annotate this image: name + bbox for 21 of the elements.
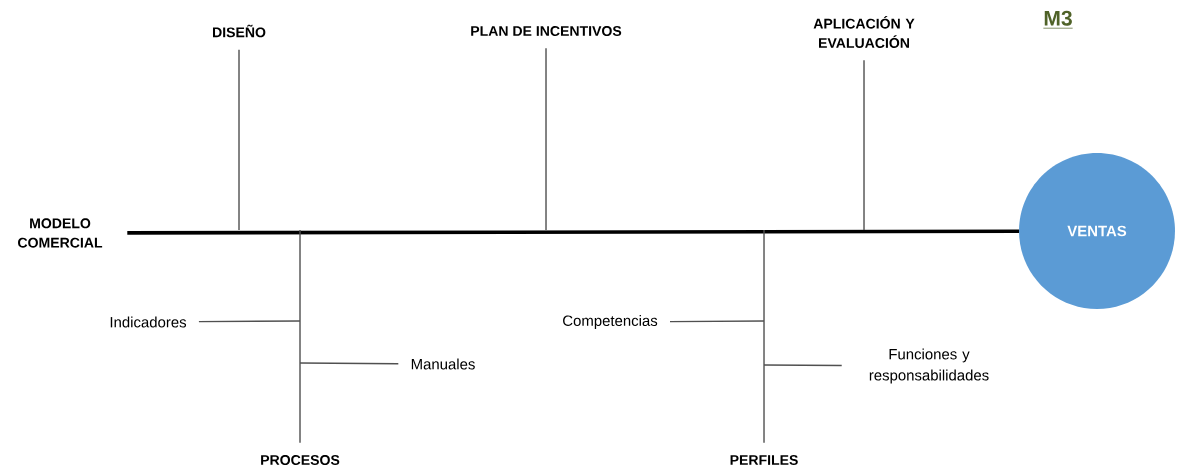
bone-line [863, 59, 865, 231]
bone-line [669, 320, 765, 323]
bone-line [238, 48, 240, 231]
cause-label: Competencias [563, 315, 658, 329]
category-label: PERFILES [730, 455, 798, 465]
cause-label: Manuales [411, 358, 475, 370]
category-label: PROCESOS [261, 455, 340, 465]
section-label: M3 [1043, 10, 1073, 29]
category-label: APLICACIÓN Y EVALUACIÓN [813, 16, 915, 48]
problem-label: MODELO COMERCIAL [18, 218, 103, 248]
bone-line [198, 320, 301, 323]
category-label: DISEÑO [213, 24, 266, 38]
bone-line [299, 229, 301, 444]
bone-line [763, 364, 843, 367]
category-label: PLAN DE INCENTIVOS [471, 26, 622, 36]
bone-line [299, 362, 400, 365]
cause-label: Indicadores [110, 316, 187, 328]
bone-line [545, 47, 547, 231]
bone-line [763, 229, 765, 444]
cause-label: Funciones y responsabilidades [869, 348, 989, 384]
spine-line [127, 229, 1020, 235]
